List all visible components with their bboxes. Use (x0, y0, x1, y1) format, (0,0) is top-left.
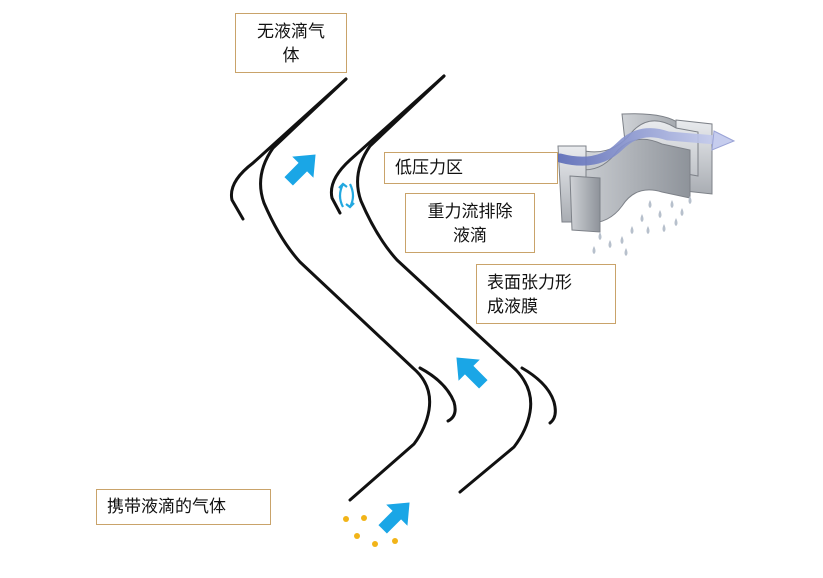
flow-arrow-icon (456, 357, 488, 389)
vortex-icon (338, 182, 355, 209)
flow-arrow-icon (378, 502, 410, 534)
right-vane-wall (329, 74, 557, 494)
left-vane-wall (229, 77, 457, 502)
flow-arrow-icon (284, 154, 316, 186)
vane-pack-illustration (555, 113, 736, 256)
label-no-droplet-gas: 无液滴气 体 (235, 13, 347, 73)
label-gravity-drain: 重力流排除 液滴 (405, 193, 535, 253)
label-low-pressure-zone: 低压力区 (384, 152, 558, 184)
label-surface-tension-film: 表面张力形 成液膜 (476, 264, 616, 324)
droplet-icon (343, 515, 398, 547)
label-gas-with-droplets: 携带液滴的气体 (96, 489, 271, 525)
